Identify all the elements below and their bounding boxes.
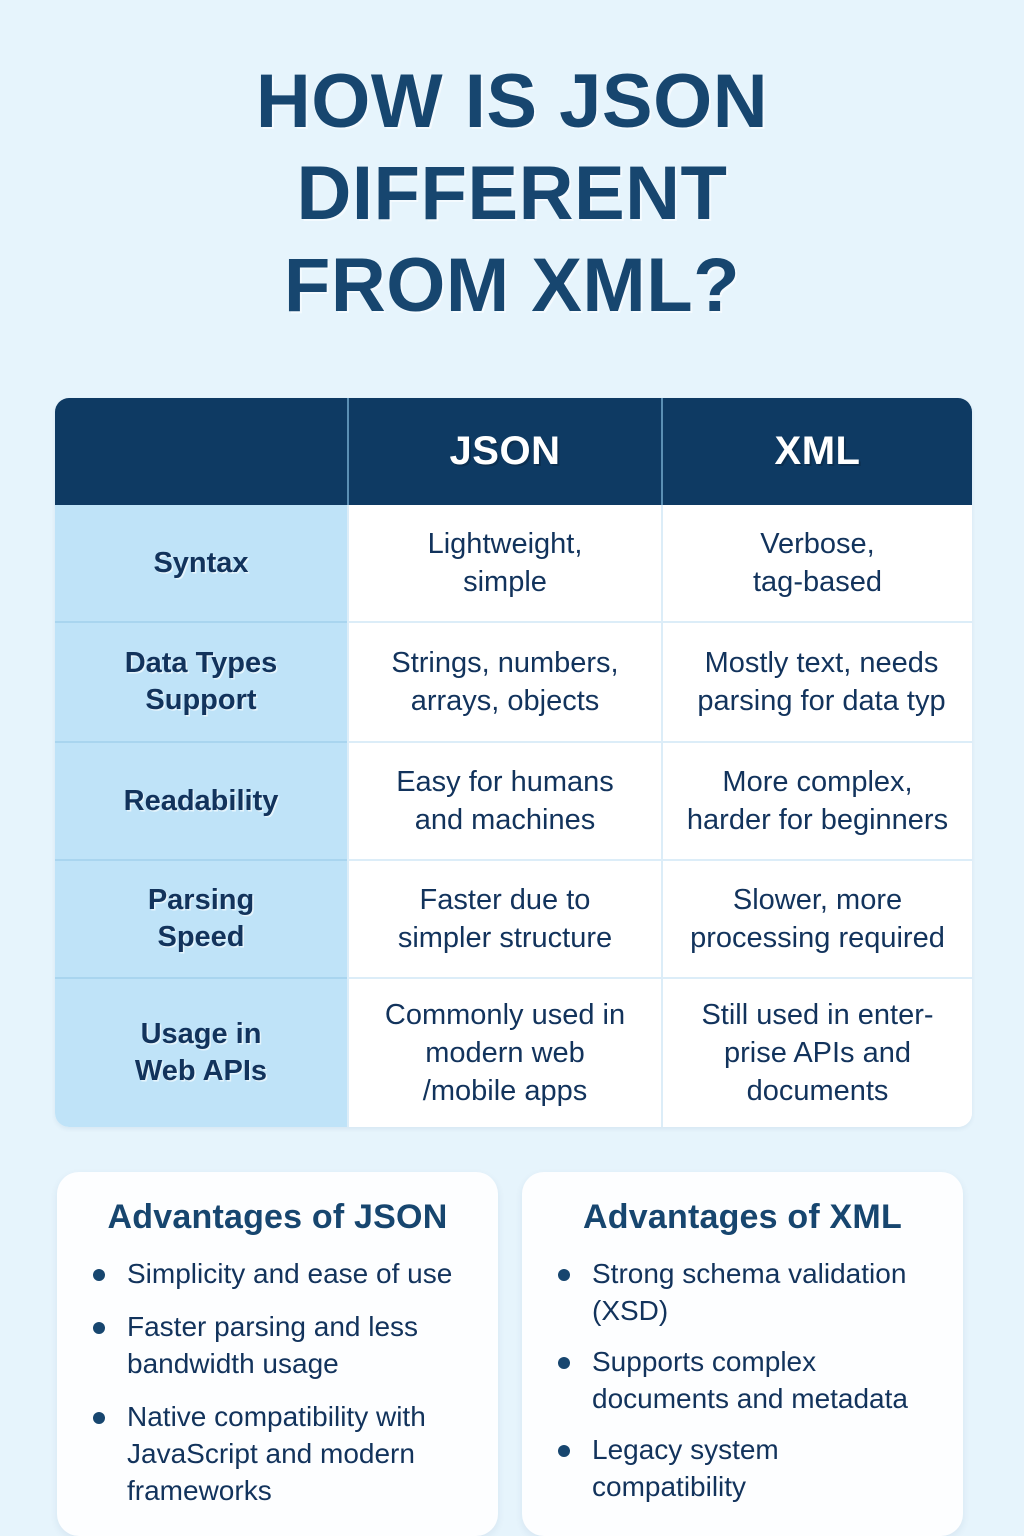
table-header-label: [55, 398, 347, 505]
table-row-label: Readability: [55, 741, 347, 859]
table-cell-json: Lightweight,simple: [347, 505, 661, 621]
page-title-line-3: FROM XML?: [283, 243, 741, 328]
list-item-text: Legacy system compatibility: [592, 1434, 779, 1502]
bullet-icon: [93, 1269, 105, 1281]
bullet-icon: [558, 1445, 570, 1457]
table-cell-json: Strings, numbers,arrays, objects: [347, 621, 661, 741]
comparison-table: JSON XML Syntax Lightweight,simple Verbo…: [55, 398, 972, 1127]
advantages-json-card: Advantages of JSON Simplicity and ease o…: [57, 1172, 498, 1536]
list-item: Faster parsing and less bandwidth usage: [91, 1308, 472, 1382]
list-item: Supports complex documents and metadata: [556, 1343, 937, 1417]
table-header-row: JSON XML: [55, 398, 972, 505]
bullet-icon: [93, 1412, 105, 1424]
list-item-text: Strong schema validation (XSD): [592, 1258, 907, 1326]
bullet-icon: [558, 1357, 570, 1369]
list-item: Strong schema validation (XSD): [556, 1255, 937, 1329]
list-item: Legacy system compatibility: [556, 1431, 937, 1505]
bullet-icon: [93, 1322, 105, 1334]
list-item: Simplicity and ease of use: [91, 1255, 472, 1292]
table-cell-xml: More complex,harder for beginners: [661, 741, 972, 859]
page-title: HOW IS JSON DIFFERENT FROM XML?: [0, 56, 1024, 332]
list-item: Native compatibility with JavaScript and…: [91, 1398, 472, 1509]
page-title-line-1: HOW IS JSON: [255, 59, 769, 144]
advantages-json-title: Advantages of JSON: [107, 1198, 448, 1236]
table-row: Syntax Lightweight,simple Verbose,tag-ba…: [55, 505, 972, 621]
advantages-xml-title: Advantages of XML: [583, 1198, 902, 1236]
list-item-text: Faster parsing and less bandwidth usage: [127, 1311, 419, 1379]
list-item-text: Native compatibility with JavaScript and…: [127, 1401, 426, 1506]
advantages-xml-card: Advantages of XML Strong schema validati…: [522, 1172, 963, 1536]
list-item-text: Supports complex documents and metadata: [592, 1346, 908, 1414]
advantages-xml-list: Strong schema validation (XSD) Supports …: [542, 1255, 943, 1505]
table-cell-xml: Verbose,tag-based: [661, 505, 972, 621]
list-item-text: Simplicity and ease of use: [127, 1258, 453, 1289]
table-header-xml: XML: [661, 398, 972, 505]
page-title-line-2: DIFFERENT: [296, 151, 728, 236]
table-row-label: Syntax: [55, 505, 347, 621]
table-header-json: JSON: [347, 398, 661, 505]
advantages-json-list: Simplicity and ease of use Faster parsin…: [77, 1255, 478, 1509]
bullet-icon: [558, 1269, 570, 1281]
